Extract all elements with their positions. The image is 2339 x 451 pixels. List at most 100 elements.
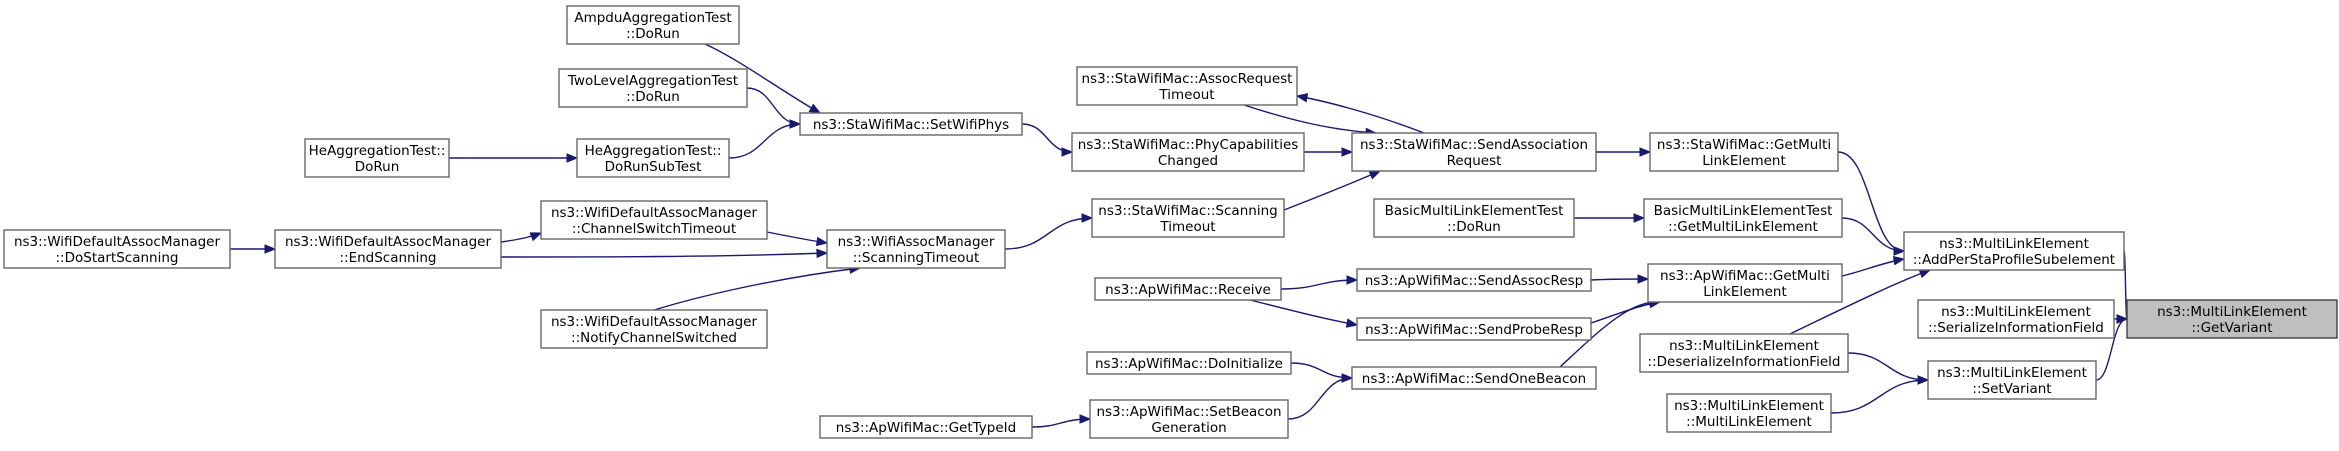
node-label: ::DoRun (1447, 219, 1501, 235)
node-label: BasicMultiLinkElementTest (1654, 203, 1833, 219)
node-label: ns3::ApWifiMac::SendProbeResp (1365, 322, 1583, 338)
node-label: ns3::WifiDefaultAssocManager (14, 234, 221, 250)
edge-chswitchtimeout-to-scantimeout_mgr (766, 231, 829, 247)
node-receive[interactable]: ns3::ApWifiMac::Receive (1094, 277, 1282, 301)
node-label: ns3::WifiDefaultAssocManager (285, 234, 492, 250)
edge-scantimeout_mgr-to-scantimeout_sta (1004, 213, 1094, 250)
node-endscanning[interactable]: ns3::WifiDefaultAssocManager::EndScannin… (274, 229, 502, 269)
node-setvariant[interactable]: ns3::MultiLinkElement::SetVariant (1927, 360, 2097, 400)
node-label: ns3::ApWifiMac::SendAssocResp (1365, 273, 1584, 289)
edge-receive-to-sendproberesp (1249, 299, 1359, 328)
edge-he_subtest-to-setwifiphys (728, 119, 802, 159)
node-label: ns3::StaWifiMac::SendAssociation (1360, 137, 1588, 153)
node-doinit[interactable]: ns3::ApWifiMac::DoInitialize (1086, 351, 1292, 375)
edge-receive-to-sendassocresp (1280, 275, 1359, 290)
node-ap_getml[interactable]: ns3::ApWifiMac::GetMultiLinkElement (1647, 263, 1843, 303)
node-label: ns3::ApWifiMac::SendOneBeacon (1362, 371, 1586, 387)
node-deserialize[interactable]: ns3::MultiLinkElement::DeserializeInform… (1639, 333, 1849, 373)
node-twolevel[interactable]: TwoLevelAggregationTest::DoRun (558, 68, 748, 108)
node-label: Generation (1151, 420, 1226, 436)
node-getvariant[interactable]: ns3::MultiLinkElement::GetVariant (2126, 299, 2338, 339)
node-label: ns3::StaWifiMac::PhyCapabilities (1078, 137, 1299, 153)
node-dostartscan[interactable]: ns3::WifiDefaultAssocManager::DoStartSca… (3, 229, 231, 269)
node-label: DoRun (355, 159, 400, 175)
node-label: HeAggregationTest:: (585, 143, 722, 159)
node-label: Request (1447, 153, 1502, 169)
node-basic_getml[interactable]: BasicMultiLinkElementTest::GetMultiLinkE… (1643, 198, 1843, 238)
node-label: Timeout (1158, 87, 1214, 103)
node-label: ::DoRun (626, 26, 680, 42)
edge-scantimeout_sta-to-sendassoc (1283, 170, 1382, 211)
edge-endscanning-to-chswitchtimeout (500, 232, 543, 243)
node-label: ns3::MultiLinkElement (1674, 398, 1824, 414)
node-sta_getml[interactable]: ns3::StaWifiMac::GetMultiLinkElement (1649, 132, 1839, 172)
edge-sendassoc-to-assocreqtimeout (1295, 93, 1425, 134)
edge-ml_ctor-to-setvariant (1830, 375, 1930, 414)
node-label: ::DoStartScanning (56, 250, 179, 266)
node-label: ::ChannelSwitchTimeout (572, 221, 736, 237)
node-label: ::EndScanning (339, 250, 436, 266)
node-label: ::GetVariant (2191, 320, 2272, 336)
node-label: ns3::MultiLinkElement (1669, 338, 1819, 354)
edge-he_dorun-to-he_subtest (448, 153, 579, 163)
node-ampdu[interactable]: AmpduAggregationTest::DoRun (566, 5, 740, 45)
edge-sendassoc-to-sta_getml (1595, 147, 1652, 157)
node-ml_ctor[interactable]: ns3::MultiLinkElement::MultiLinkElement (1666, 393, 1832, 433)
node-serialize[interactable]: ns3::MultiLinkElement::SerializeInformat… (1917, 299, 2115, 339)
edge-setvariant-to-getvariant (2095, 314, 2129, 381)
node-label: ns3::WifiDefaultAssocManager (551, 314, 758, 330)
node-label: TwoLevelAggregationTest (567, 73, 738, 89)
edge-notifych-to-scantimeout_mgr (653, 264, 862, 311)
edge-sta_getml-to-addpersta (1837, 151, 1906, 256)
node-scantimeout_sta[interactable]: ns3::StaWifiMac::ScanningTimeout (1091, 198, 1285, 238)
node-sendassocresp[interactable]: ns3::ApWifiMac::SendAssocResp (1356, 268, 1592, 292)
node-label: ns3::ApWifiMac::DoInitialize (1095, 356, 1283, 372)
edge-sendassocresp-to-ap_getml (1590, 274, 1650, 284)
node-label: Changed (1158, 153, 1218, 169)
node-label: ::NotifyChannelSwitched (571, 330, 737, 346)
node-label: ::GetMultiLinkElement (1668, 219, 1818, 235)
node-label: ns3::WifiDefaultAssocManager (551, 205, 758, 221)
node-notifych[interactable]: ns3::WifiDefaultAssocManager::NotifyChan… (540, 309, 768, 349)
node-label: BasicMultiLinkElementTest (1385, 203, 1564, 219)
node-label: ns3::WifiAssocManager (838, 234, 995, 250)
node-he_subtest[interactable]: HeAggregationTest::DoRunSubTest (576, 138, 730, 178)
node-label: Timeout (1159, 219, 1215, 235)
node-sendproberesp[interactable]: ns3::ApWifiMac::SendProbeResp (1356, 317, 1592, 341)
edge-basic_getml-to-addpersta (1841, 217, 1906, 256)
node-label: ns3::StaWifiMac::SetWifiPhys (813, 117, 1009, 133)
node-label: ::MultiLinkElement (1686, 414, 1812, 430)
node-label: ns3::ApWifiMac::GetMulti (1660, 268, 1830, 284)
node-chswitchtimeout[interactable]: ns3::WifiDefaultAssocManager::ChannelSwi… (540, 200, 768, 240)
node-label: HeAggregationTest:: (309, 143, 446, 159)
edge-ampdu-to-setwifiphys (704, 43, 822, 114)
node-label: LinkElement (1702, 153, 1786, 169)
node-he_dorun[interactable]: HeAggregationTest::DoRun (304, 138, 450, 178)
node-scantimeout_mgr[interactable]: ns3::WifiAssocManager::ScanningTimeout (826, 229, 1006, 269)
nodes-layer: ns3::MultiLinkElement::GetVariantns3::Mu… (3, 5, 2338, 439)
node-addpersta[interactable]: ns3::MultiLinkElement::AddPerStaProfileS… (1903, 231, 2125, 271)
node-gettypeid[interactable]: ns3::ApWifiMac::GetTypeId (819, 415, 1033, 439)
node-basic_dorun[interactable]: BasicMultiLinkElementTest::DoRun (1373, 198, 1575, 238)
edge-endscanning-to-scantimeout_mgr (500, 248, 829, 259)
node-label: AmpduAggregationTest (574, 10, 731, 26)
node-label: ::DeserializeInformationField (1648, 354, 1841, 370)
edge-basic_dorun-to-basic_getml (1574, 213, 1646, 223)
node-setwifiphys[interactable]: ns3::StaWifiMac::SetWifiPhys (799, 112, 1023, 136)
node-label: ns3::StaWifiMac::GetMulti (1657, 137, 1831, 153)
node-label: ns3::StaWifiMac::AssocRequest (1082, 71, 1293, 87)
node-label: ns3::MultiLinkElement (1941, 304, 2091, 320)
node-label: ns3::ApWifiMac::SetBeacon (1096, 404, 1281, 420)
edge-deserialize-to-setvariant (1847, 352, 1930, 385)
node-label: ::SerializeInformationField (1928, 320, 2104, 336)
edge-gettypeid-to-setbeacon (1031, 414, 1092, 428)
node-sendonebeacon[interactable]: ns3::ApWifiMac::SendOneBeacon (1351, 366, 1597, 390)
node-label: LinkElement (1703, 284, 1787, 300)
node-label: ::DoRun (626, 89, 680, 105)
node-label: ::AddPerStaProfileSubelement (1913, 252, 2115, 268)
node-label: ns3::ApWifiMac::GetTypeId (836, 420, 1016, 436)
